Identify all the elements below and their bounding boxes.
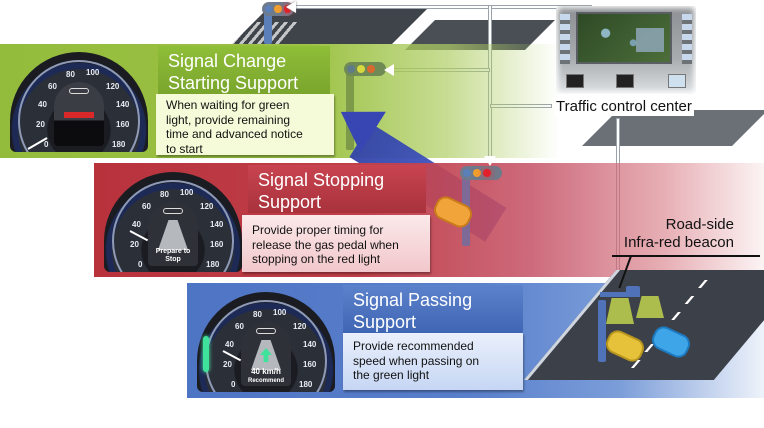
- arrow-head-icon: [286, 1, 296, 13]
- title-line: Support: [258, 192, 322, 212]
- panel-title-signal-stopping: Signal Stopping Support: [248, 165, 426, 213]
- infrared-beacon-icon: [626, 286, 640, 294]
- tick-label: 0: [231, 380, 236, 389]
- description-line: Provide proper timing for: [252, 223, 384, 237]
- arrow-head-icon: [484, 156, 496, 166]
- tick-label: 180: [112, 140, 126, 149]
- speedometer-signal-stopping: 0 20 40 60 80 100 120 140 160 180 Prepar…: [104, 172, 242, 272]
- description-line: release the gas pedal when: [252, 237, 399, 252]
- panel-description-signal-stopping: Provide proper timing for release the ga…: [242, 215, 430, 272]
- recommended-speed-indicator: [203, 336, 209, 372]
- tick-label: 80: [66, 70, 75, 79]
- gauge-screen: 40 km/h Recommend: [241, 322, 291, 386]
- vehicle-icon: [256, 328, 276, 334]
- description-line: to start: [166, 141, 203, 156]
- speedometer-signal-passing: 0 20 40 60 80 100 120 140 160 180 40 km/…: [197, 292, 335, 392]
- traffic-control-center-photo: [556, 6, 696, 94]
- tick-label: 80: [253, 310, 262, 319]
- description-line: the green light: [353, 368, 430, 382]
- monitor-icon: [616, 74, 634, 88]
- arrow-head-icon: [384, 64, 394, 76]
- description-line: time and advanced notice: [166, 127, 303, 141]
- title-line: Starting Support: [168, 73, 299, 93]
- tick-label: 140: [303, 340, 317, 349]
- road-ahead-icon: [158, 220, 188, 250]
- label-line: Infra-red beacon: [623, 234, 734, 251]
- panel-title-signal-passing: Signal Passing Support: [343, 285, 523, 333]
- tick-label: 140: [116, 100, 130, 109]
- tick-label: 20: [223, 360, 232, 369]
- panel-description-signal-change: When waiting for green light, provide re…: [156, 94, 334, 156]
- tick-label: 0: [138, 260, 143, 269]
- tick-label: 160: [116, 120, 130, 129]
- tick-label: 120: [200, 202, 214, 211]
- traffic-signal-red: [460, 166, 502, 180]
- title-line: Signal Change: [168, 51, 287, 71]
- gauge-screen-text: 40 km/h: [251, 367, 281, 376]
- title-line: Signal Passing: [353, 290, 473, 310]
- description-line: speed when passing on: [353, 353, 480, 368]
- tick-label: 60: [48, 82, 57, 91]
- title-line: Signal Stopping: [258, 170, 385, 190]
- tick-label: 60: [142, 202, 151, 211]
- tick-label: 0: [44, 140, 49, 149]
- monitor-icon: [566, 74, 584, 88]
- tick-label: 80: [160, 190, 169, 199]
- tick-label: 120: [106, 82, 120, 91]
- wall-panel: [560, 14, 570, 64]
- panel-title-signal-change: Signal Change Starting Support: [158, 46, 330, 94]
- tick-label: 100: [86, 68, 100, 77]
- tick-label: 140: [210, 220, 224, 229]
- title-line: Support: [353, 312, 417, 332]
- tick-label: 60: [235, 322, 244, 331]
- tick-label: 20: [130, 240, 139, 249]
- label-traffic-control-center: Traffic control center: [554, 98, 694, 116]
- description-line: When waiting for green: [166, 98, 290, 112]
- tick-label: 160: [210, 240, 224, 249]
- vehicle-icon: [69, 88, 89, 94]
- tick-label: 100: [273, 308, 287, 317]
- gauge-screen: Prepare to Stop: [148, 202, 198, 266]
- speedometer-signal-change: 0 20 40 60 80 100 120 140 160 180: [10, 52, 148, 152]
- tick-label: 40: [225, 340, 234, 349]
- tick-label: 180: [299, 380, 313, 389]
- video-wall-inset: [636, 28, 664, 52]
- monitor-icon: [668, 74, 686, 88]
- tick-label: 100: [180, 188, 194, 197]
- label-line: Road-side: [665, 216, 734, 233]
- signal-link-line: [292, 5, 592, 9]
- beacon-arm: [600, 292, 640, 297]
- description-line: Provide recommended: [353, 339, 474, 353]
- red-countdown-bar: [64, 112, 94, 118]
- tick-label: 40: [132, 220, 141, 229]
- gauge-screen-text: Prepare to: [155, 248, 191, 255]
- wall-panel: [682, 14, 692, 64]
- beacon-beam: [606, 298, 634, 324]
- panel-description-signal-passing: Provide recommended speed when passing o…: [343, 333, 523, 390]
- gauge-screen-text: Recommend: [247, 378, 284, 384]
- vehicle-icon: [163, 208, 183, 214]
- tick-label: 40: [38, 100, 47, 109]
- video-wall-map: [576, 12, 672, 64]
- tick-label: 160: [303, 360, 317, 369]
- signal-pole: [346, 70, 354, 150]
- beacon-beam: [636, 296, 664, 318]
- label-roadside-beacon: Road-side Infra-red beacon: [604, 216, 734, 252]
- callout-underline: [612, 255, 760, 257]
- gauge-screen: [54, 82, 104, 146]
- tick-label: 120: [293, 322, 307, 331]
- beacon-pole: [598, 300, 606, 362]
- description-line: stopping on the red light: [252, 252, 381, 266]
- signal-pole: [264, 10, 272, 44]
- tick-label: 180: [206, 260, 220, 269]
- gauge-screen-text: Stop: [165, 256, 181, 263]
- tick-label: 20: [36, 120, 45, 129]
- description-line: light, provide remaining: [166, 112, 291, 127]
- traffic-signal-yellow: [344, 62, 386, 76]
